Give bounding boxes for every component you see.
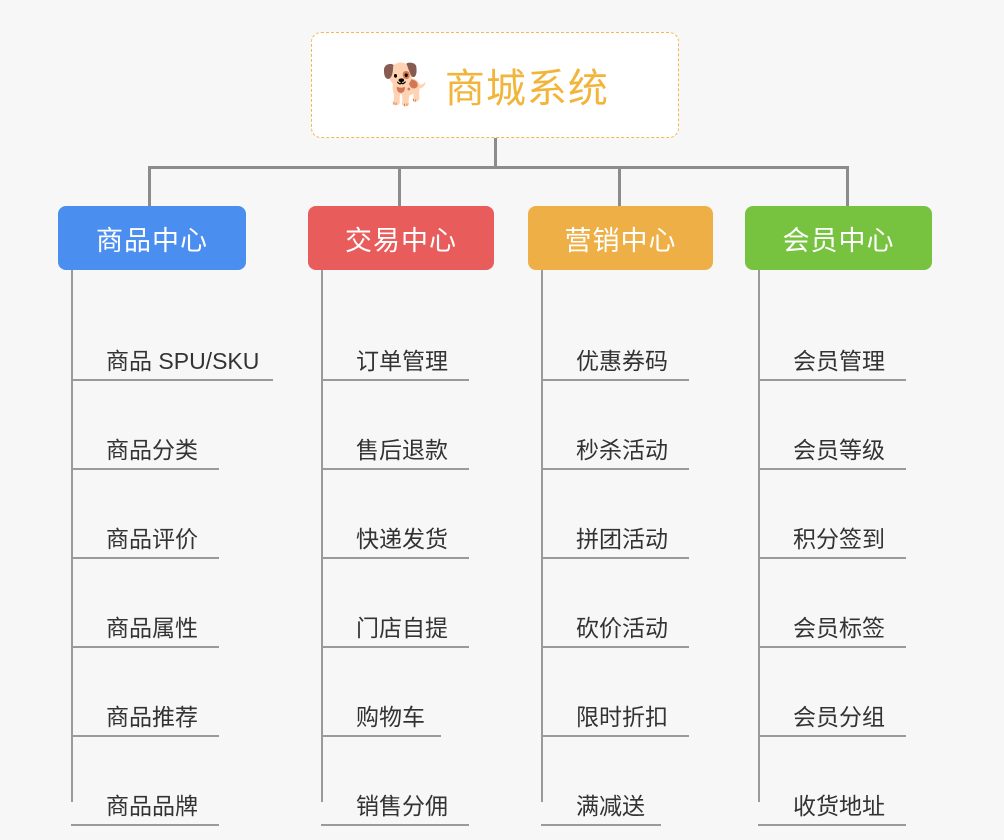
leaf-underline <box>541 379 689 381</box>
category-header-trade[interactable]: 交易中心 <box>308 206 494 270</box>
leaf-label: 收货地址 <box>793 792 885 819</box>
leaf-label: 积分签到 <box>793 525 885 552</box>
leaf-label: 商品 SPU/SKU <box>106 347 260 374</box>
leaf-underline <box>758 557 906 559</box>
leaf-list-marketing: 优惠券码 秒杀活动 拼团活动 砍价活动 限时折扣 满减送 <box>528 270 713 826</box>
leaf-underline <box>758 824 906 826</box>
leaf-item[interactable]: 商品 SPU/SKU <box>71 292 273 381</box>
leaf-item[interactable]: 拼团活动 <box>541 470 713 559</box>
leaf-underline <box>758 735 906 737</box>
leaf-item[interactable]: 商品评价 <box>71 470 246 559</box>
leaf-list-trade: 订单管理 售后退款 快递发货 门店自提 购物车 销售分佣 <box>308 270 494 826</box>
leaf-item[interactable]: 商品品牌 <box>71 737 246 826</box>
leaf-underline <box>71 735 219 737</box>
leaf-label: 快递发货 <box>356 525 448 552</box>
leaf-item[interactable]: 会员管理 <box>758 292 932 381</box>
leaf-label: 商品推荐 <box>106 703 198 730</box>
leaf-underline <box>321 468 469 470</box>
leaf-item[interactable]: 商品分类 <box>71 381 246 470</box>
root-node[interactable]: 🐕 商城系统 <box>311 32 679 138</box>
connector-drop-2 <box>398 166 401 206</box>
leaf-label: 商品评价 <box>106 525 198 552</box>
shiba-dog-face-icon: 🐕 <box>381 63 431 107</box>
leaf-label: 商品属性 <box>106 614 198 641</box>
leaf-item[interactable]: 砍价活动 <box>541 559 713 648</box>
leaf-item[interactable]: 会员分组 <box>758 648 932 737</box>
leaf-underline <box>758 646 906 648</box>
leaf-item[interactable]: 收货地址 <box>758 737 932 826</box>
leaf-underline <box>541 468 689 470</box>
leaf-underline <box>541 646 689 648</box>
leaf-item[interactable]: 销售分佣 <box>321 737 494 826</box>
leaf-underline <box>71 379 273 381</box>
leaf-item[interactable]: 门店自提 <box>321 559 494 648</box>
leaf-item[interactable]: 售后退款 <box>321 381 494 470</box>
leaf-underline <box>321 557 469 559</box>
leaf-label: 拼团活动 <box>576 525 668 552</box>
leaf-item[interactable]: 优惠券码 <box>541 292 713 381</box>
leaf-item[interactable]: 会员标签 <box>758 559 932 648</box>
leaf-underline <box>541 824 661 826</box>
connector-drop-1 <box>148 166 151 206</box>
leaf-item[interactable]: 商品推荐 <box>71 648 246 737</box>
leaf-item[interactable]: 会员等级 <box>758 381 932 470</box>
leaf-underline <box>321 379 469 381</box>
connector-horizontal-trunk <box>148 166 848 169</box>
leaf-underline <box>321 824 469 826</box>
leaf-underline <box>321 735 441 737</box>
leaf-item[interactable]: 快递发货 <box>321 470 494 559</box>
leaf-label: 满减送 <box>576 792 645 819</box>
leaf-label: 售后退款 <box>356 436 448 463</box>
leaf-underline <box>71 646 219 648</box>
leaf-list-member: 会员管理 会员等级 积分签到 会员标签 会员分组 收货地址 <box>745 270 932 826</box>
leaf-underline <box>321 646 469 648</box>
leaf-underline <box>71 824 219 826</box>
category-column-member: 会员中心 会员管理 会员等级 积分签到 会员标签 会员分组 <box>745 206 932 826</box>
connector-drop-3 <box>618 166 621 206</box>
leaf-list-product: 商品 SPU/SKU 商品分类 商品评价 商品属性 商品推荐 商品品牌 <box>58 270 273 826</box>
category-header-product[interactable]: 商品中心 <box>58 206 246 270</box>
leaf-label: 会员管理 <box>793 347 885 374</box>
leaf-label: 砍价活动 <box>576 614 668 641</box>
category-label: 交易中心 <box>345 225 457 256</box>
leaf-label: 门店自提 <box>356 614 448 641</box>
category-label: 会员中心 <box>782 225 895 256</box>
leaf-underline <box>541 557 689 559</box>
leaf-item[interactable]: 商品属性 <box>71 559 246 648</box>
leaf-label: 秒杀活动 <box>576 436 668 463</box>
leaf-item[interactable]: 积分签到 <box>758 470 932 559</box>
category-header-marketing[interactable]: 营销中心 <box>528 206 713 270</box>
category-column-product: 商品中心 商品 SPU/SKU 商品分类 商品评价 商品属性 商品推荐 <box>58 206 273 826</box>
leaf-item[interactable]: 限时折扣 <box>541 648 713 737</box>
leaf-item[interactable]: 订单管理 <box>321 292 494 381</box>
leaf-underline <box>758 379 906 381</box>
leaf-underline <box>541 735 689 737</box>
connector-root-stem <box>494 138 497 168</box>
leaf-item[interactable]: 购物车 <box>321 648 494 737</box>
leaf-underline <box>71 468 219 470</box>
leaf-item[interactable]: 满减送 <box>541 737 713 826</box>
leaf-item[interactable]: 秒杀活动 <box>541 381 713 470</box>
category-column-trade: 交易中心 订单管理 售后退款 快递发货 门店自提 购物车 <box>308 206 494 826</box>
category-label: 商品中心 <box>96 225 208 256</box>
leaf-underline <box>71 557 219 559</box>
leaf-underline <box>758 468 906 470</box>
leaf-label: 商品分类 <box>106 436 198 463</box>
leaf-label: 订单管理 <box>356 347 448 374</box>
leaf-label: 商品品牌 <box>106 792 198 819</box>
category-column-marketing: 营销中心 优惠券码 秒杀活动 拼团活动 砍价活动 限时折扣 <box>528 206 713 826</box>
leaf-label: 限时折扣 <box>576 703 668 730</box>
leaf-label: 会员标签 <box>793 614 885 641</box>
leaf-label: 优惠券码 <box>576 347 668 374</box>
leaf-label: 会员分组 <box>793 703 885 730</box>
leaf-label: 会员等级 <box>793 436 885 463</box>
root-node-title: 商城系统 <box>444 67 609 111</box>
category-label: 营销中心 <box>564 225 677 256</box>
category-header-member[interactable]: 会员中心 <box>745 206 932 270</box>
leaf-label: 购物车 <box>356 703 425 730</box>
leaf-label: 销售分佣 <box>356 792 448 819</box>
connector-drop-4 <box>846 166 849 206</box>
